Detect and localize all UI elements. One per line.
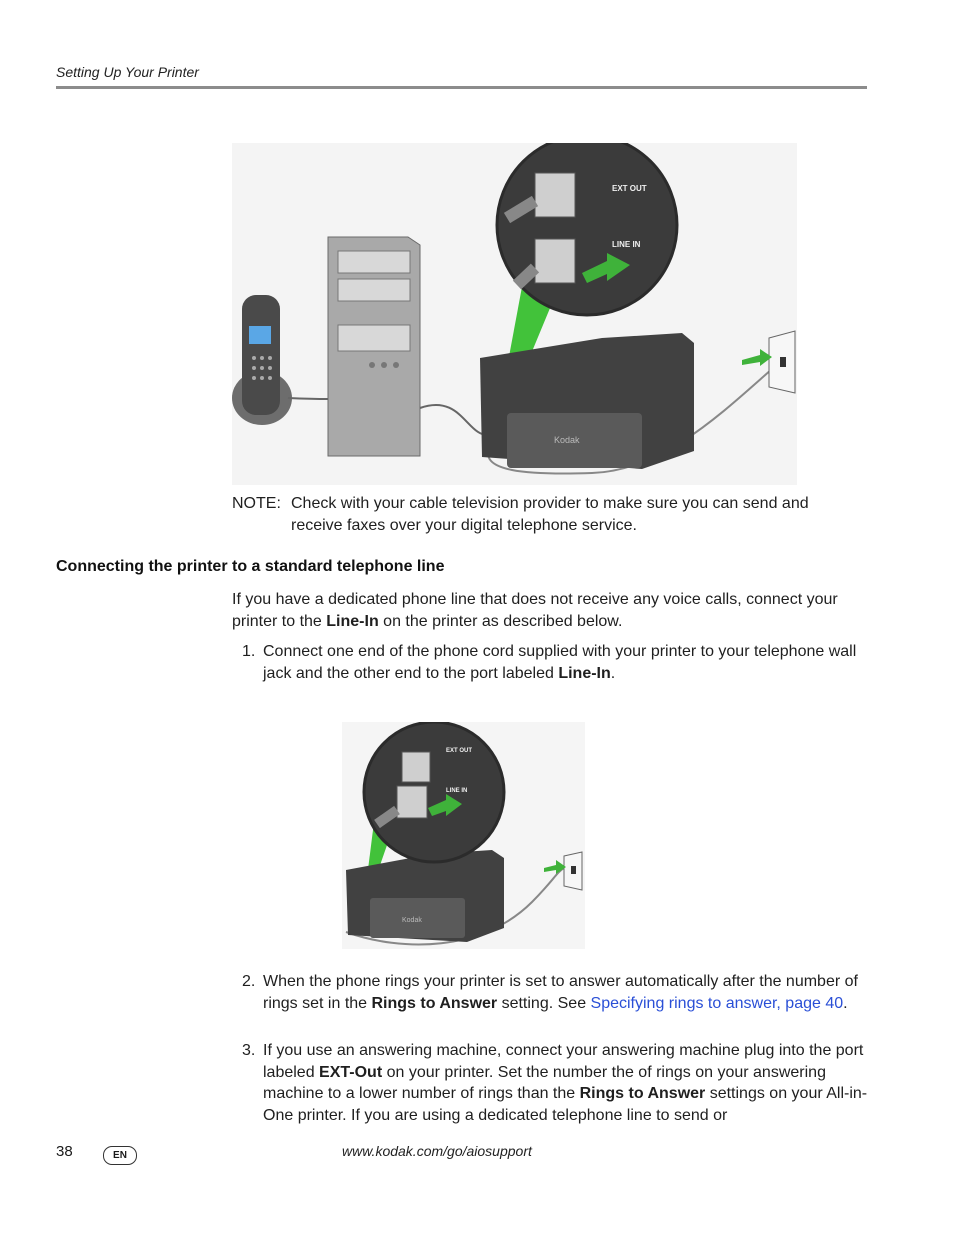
ext-out-port-label: EXT OUT bbox=[612, 184, 647, 193]
step-1-bold: Line-In bbox=[558, 664, 611, 682]
printer-illustration: Kodak bbox=[346, 850, 504, 942]
step-1-text: Connect one end of the phone cord suppli… bbox=[263, 643, 857, 682]
step-text: If you use an answering machine, connect… bbox=[263, 1040, 868, 1126]
printer-illustration: Kodak bbox=[480, 333, 694, 469]
step-2: 2. When the phone rings your printer is … bbox=[232, 971, 872, 1037]
header-rule bbox=[56, 86, 867, 89]
port-inset-zoom: EXT OUT LINE IN bbox=[495, 143, 679, 317]
intro-text-start: If you have a dedicated phone line that … bbox=[232, 591, 838, 630]
intro-paragraph: If you have a dedicated phone line that … bbox=[232, 589, 872, 632]
step-1: 1. Connect one end of the phone cord sup… bbox=[232, 641, 872, 685]
step-2-text-mid: setting. See bbox=[497, 994, 591, 1012]
printer-brand-label: Kodak bbox=[402, 917, 422, 924]
note-label: NOTE: bbox=[232, 495, 281, 512]
step-text: When the phone rings your printer is set… bbox=[263, 971, 868, 1014]
ext-out-port-label: EXT OUT bbox=[446, 748, 472, 754]
step-2-end: . bbox=[843, 994, 848, 1012]
port-inset-zoom: EXT OUT LINE IN bbox=[362, 722, 506, 864]
step-3-text-mid: on your printer. Set the number the of r… bbox=[263, 1063, 826, 1103]
section-heading: Connecting the printer to a standard tel… bbox=[56, 558, 445, 575]
step-3: 3. If you use an answering machine, conn… bbox=[232, 1040, 872, 1128]
step-text: Connect one end of the phone cord suppli… bbox=[263, 641, 868, 684]
step-3-text: If you use an answering machine, connect… bbox=[263, 1042, 864, 1081]
step-number: 1. bbox=[242, 643, 256, 660]
step-2-text: When the phone rings your printer is set… bbox=[263, 973, 858, 1012]
rings-to-answer-link[interactable]: Specifying rings to answer, page 40 bbox=[590, 994, 844, 1012]
figure-phone-computer-printer: Kodak EXT OUT LINE IN bbox=[232, 143, 797, 485]
step-number: 3. bbox=[242, 1042, 256, 1059]
computer-tower-illustration bbox=[327, 236, 421, 457]
step-number: 2. bbox=[242, 973, 256, 990]
line-in-port-label: LINE IN bbox=[612, 240, 641, 249]
figure-printer-wall-jack: Kodak EXT OUT LINE IN bbox=[342, 722, 585, 949]
intro-line-in-bold: Line-In bbox=[326, 612, 379, 630]
step-3-end: settings on your All-in-One printer. If … bbox=[263, 1085, 868, 1124]
step-1-end: . bbox=[610, 664, 616, 682]
page-number: 38 bbox=[56, 1143, 73, 1160]
step-2-bold: Rings to Answer bbox=[371, 994, 498, 1012]
step-3-bold-ext-out: EXT-Out bbox=[319, 1063, 383, 1081]
note-text: Check with your cable television provide… bbox=[291, 495, 809, 534]
step-3-bold-rings: Rings to Answer bbox=[579, 1085, 706, 1102]
language-badge: EN bbox=[103, 1146, 137, 1165]
wall-jack-illustration bbox=[544, 851, 583, 891]
wall-jack-illustration bbox=[742, 330, 796, 394]
running-header: Setting Up Your Printer bbox=[56, 64, 199, 80]
support-url: www.kodak.com/go/aiosupport bbox=[342, 1143, 532, 1159]
cordless-phone-illustration bbox=[232, 295, 292, 425]
line-in-port-label: LINE IN bbox=[446, 788, 467, 794]
intro-text-end: on the printer as described below. bbox=[378, 612, 623, 630]
printer-brand-label: Kodak bbox=[554, 435, 580, 445]
